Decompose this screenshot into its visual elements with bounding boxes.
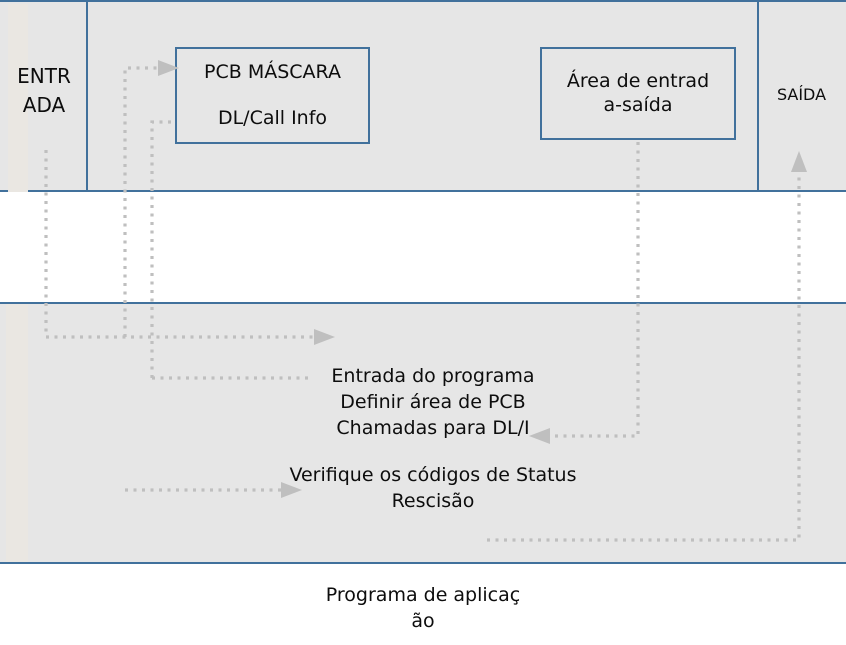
pcb-mask-title: PCB MÁSCARA: [204, 60, 341, 83]
program-status-text: Verifique os códigos de Status Rescisão: [289, 464, 577, 513]
entrada-label: ENTR ADA: [17, 64, 71, 117]
io-area-box[interactable]: Área de entrad a-saída: [540, 47, 736, 140]
diagram-caption: Programa de aplicaç ão: [325, 584, 521, 633]
program-inner-stripe: [6, 304, 28, 562]
saida-label: SAÍDA: [776, 85, 827, 104]
dl-call-info-label: DL/Call Info: [217, 106, 328, 129]
program-entry-text: Entrada do programa Definir área de PCB …: [331, 365, 535, 440]
io-area-label: Área de entrad a-saída: [566, 69, 710, 116]
region-entrada: [0, 0, 88, 192]
pcb-mask-box[interactable]: PCB MÁSCARA DL/Call Info: [175, 47, 370, 144]
entrada-inner-stripe: [8, 4, 28, 192]
